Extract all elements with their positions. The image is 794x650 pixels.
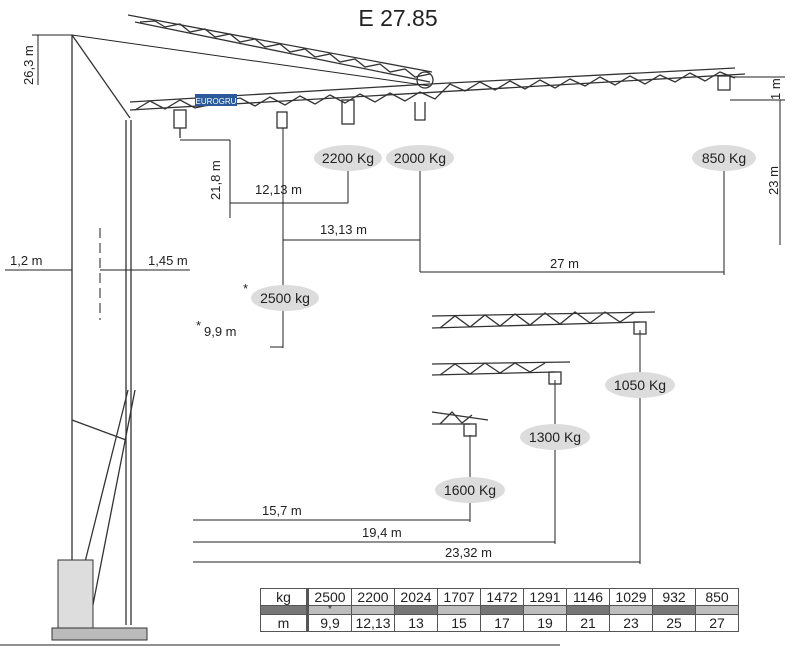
kg-label: kg [260,588,309,606]
m-cell: 17 [480,614,524,632]
load-1300: 1300 Kg [529,429,581,445]
load-1600: 1600 Kg [444,482,496,498]
dim-height-total: 26,3 m [21,45,36,85]
m-cell: 21 [566,614,610,632]
kg-cell: 1291 [523,588,567,606]
load-2200: 2200 Kg [322,150,374,166]
dim-d5: 15,7 m [262,503,302,518]
table-asterisk: * [307,605,352,615]
load-1050: 1050 Kg [614,377,666,393]
m-cell: 15 [437,614,481,632]
kg-cell: 1029 [609,588,653,606]
kg-cell: 2024 [394,588,438,606]
dim-base-right: 1,45 m [148,253,188,268]
m-cell: 27 [695,614,739,632]
hooks [173,75,731,138]
kg-cell: 2500 [307,588,352,606]
dim-d3: 27 m [550,256,579,271]
kg-cell: 1472 [480,588,524,606]
dim-d6: 19,4 m [362,525,402,540]
kg-cell: 932 [652,588,696,606]
dim-d2: 13,13 m [320,222,367,237]
dim-hook-height: 23 m [766,166,781,195]
kg-cell: 1146 [566,588,610,606]
m-label: m [260,614,309,632]
m-cell: 23 [609,614,653,632]
dimension-lines [5,34,785,564]
asterisk-99: * [196,318,201,333]
load-2500: 2500 kg [260,290,310,306]
crane-jib: EUROGRU [71,14,746,111]
m-cell: 9,9 [307,614,352,632]
dim-jib-offset: 1 m [768,78,783,100]
diagram-title: E 27.85 [358,5,437,31]
load-850: 850 Kg [702,150,746,166]
dim-d7: 23,32 m [445,545,492,560]
dim-d4: 9,9 m [204,324,237,339]
brand-logo: EUROGRU [196,97,237,106]
kg-cell: 2200 [351,588,395,606]
dim-d1: 12,13 m [255,182,302,197]
m-cell: 25 [652,614,696,632]
m-cell: 19 [523,614,567,632]
asterisk-2500: * [243,281,248,296]
m-cell: 13 [394,614,438,632]
separator-row: * [260,605,739,615]
load-2000: 2000 Kg [394,150,446,166]
dim-height-hook: 21,8 m [208,160,223,200]
m-cell: 12,13 [351,614,395,632]
crane-tower [51,34,148,641]
jib-configurations [431,311,656,437]
kg-cell: 850 [695,588,739,606]
dim-base-left: 1,2 m [10,253,43,268]
kg-cell: 1707 [437,588,481,606]
